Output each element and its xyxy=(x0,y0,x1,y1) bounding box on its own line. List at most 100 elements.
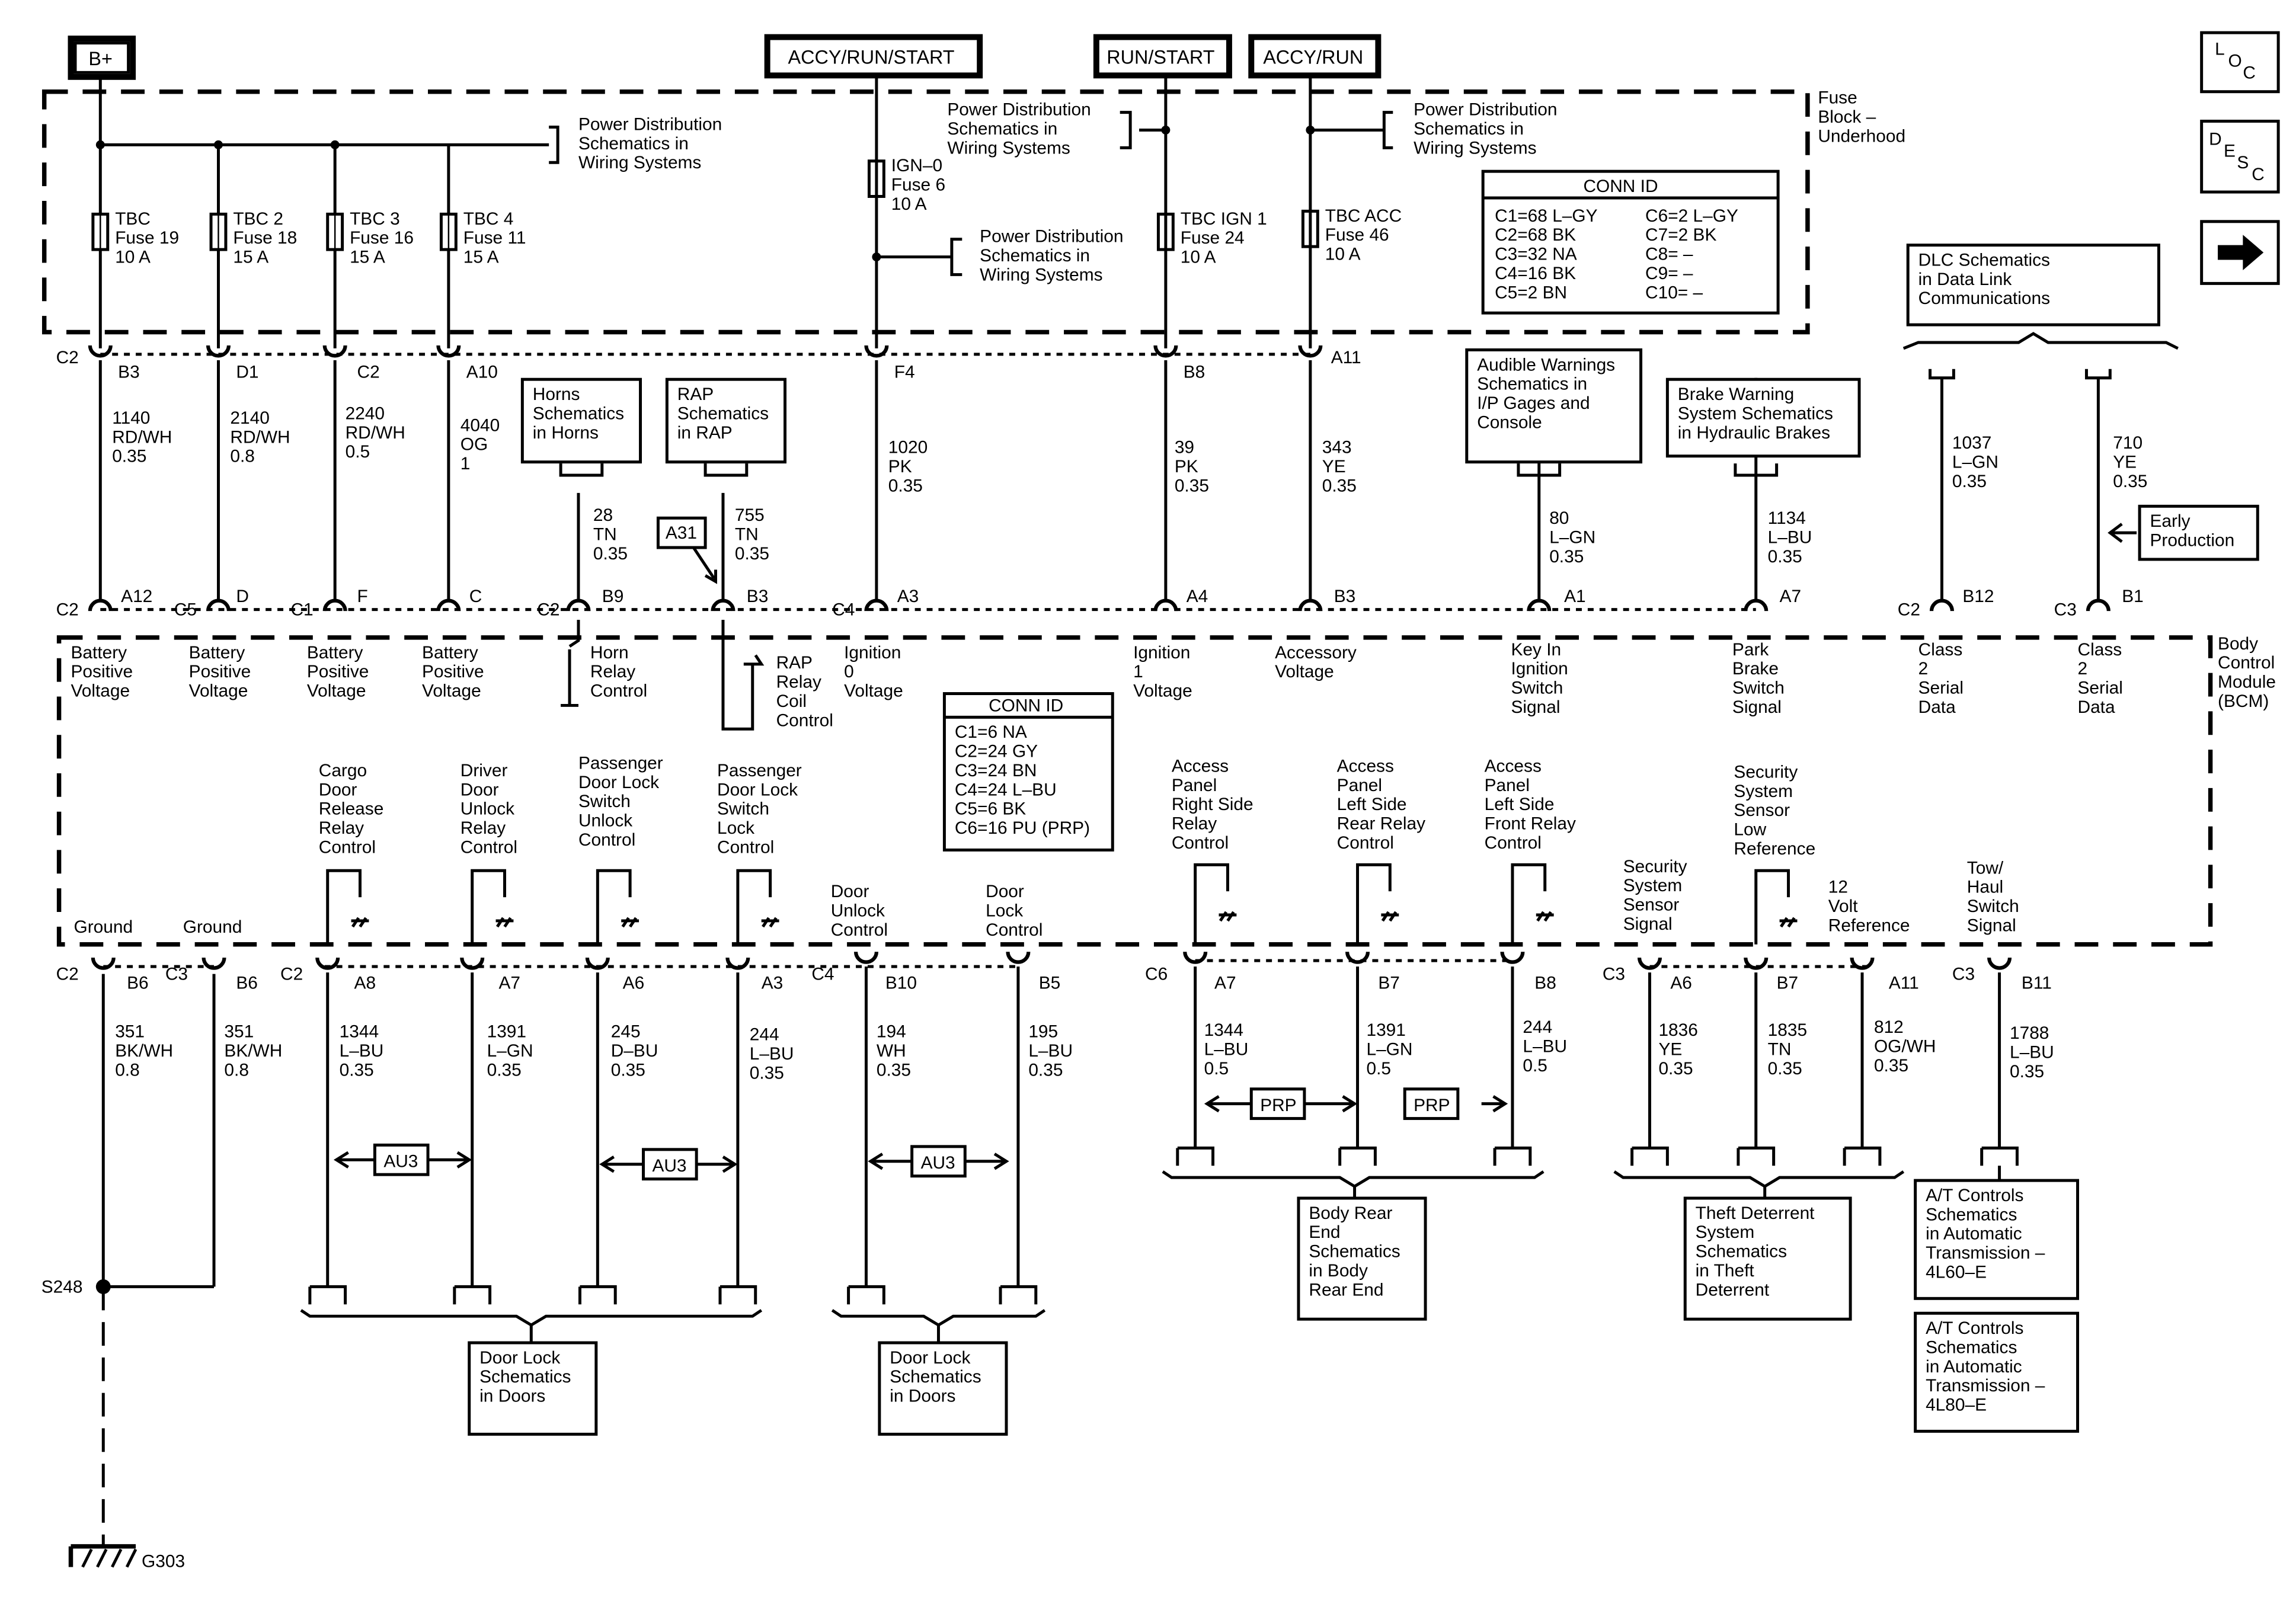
bcm-function-label: Park xyxy=(1732,640,1769,660)
wire-label: RD/WH xyxy=(346,423,405,443)
bcm-function-label: Class xyxy=(1918,640,1963,660)
fuse-label: TBC IGN 1 xyxy=(1181,209,1267,229)
wire-label: 0.5 xyxy=(1204,1059,1229,1078)
at-4l80e-ref-box[interactable] xyxy=(1914,1311,2080,1433)
conn-id-row: C10= – xyxy=(1645,283,1703,302)
option-label: AU3 xyxy=(921,1153,955,1173)
body-rear-end-ref-box-text: Schematics xyxy=(1309,1242,1400,1262)
conn-id-row: C1=68 L–GY xyxy=(1495,206,1598,226)
wire-label: 1140 xyxy=(112,408,150,428)
wire-label: 0.35 xyxy=(1768,547,1802,566)
bcm-function-label: Panel xyxy=(1337,776,1382,795)
theft-deterrent-ref-box[interactable] xyxy=(1683,1196,1852,1321)
wire-label: BK/WH xyxy=(224,1041,282,1061)
pin-label: A10 xyxy=(466,363,498,382)
pds-bracket-2 xyxy=(1120,111,1132,149)
at-4l80e-ref-box-text: in Automatic xyxy=(1926,1357,2022,1377)
connector-pin-icon xyxy=(1850,957,1875,970)
connector-pin-icon xyxy=(566,598,591,612)
desc-button[interactable]: D E S C xyxy=(2200,120,2280,194)
pin-label: B10 xyxy=(885,973,917,993)
horns-ref-box[interactable] xyxy=(520,377,642,464)
pds-3-line2: Schematics in xyxy=(980,246,1090,265)
ign-bus xyxy=(872,75,1384,348)
at-4l60e-ref-box[interactable] xyxy=(1914,1179,2080,1300)
pin-label: B9 xyxy=(602,587,624,606)
connector-pin-icon xyxy=(1744,598,1769,612)
wire-label: D–BU xyxy=(611,1041,658,1061)
bcm-function-label: Volt xyxy=(1828,897,1859,916)
connector-label: C2 xyxy=(1898,600,1920,620)
pds-3-line1: Power Distribution xyxy=(980,227,1123,247)
body-rear-end-ref-box-text: in Body xyxy=(1309,1261,1368,1281)
bcm-function-label: Panel xyxy=(1172,776,1217,795)
option-label: AU3 xyxy=(383,1152,418,1172)
conn-id-row: C4=16 BK xyxy=(1495,264,1576,283)
pin-label: B3 xyxy=(118,363,140,382)
bcm-function-label: Door xyxy=(986,882,1024,901)
connector-pin-icon xyxy=(1183,951,1208,964)
connector-label: C4 xyxy=(832,600,855,620)
bcm-function-label: Sensor xyxy=(1734,801,1790,820)
bcm-function-label: System xyxy=(1734,782,1793,801)
bcm-function-label: Door xyxy=(319,780,357,799)
bcm-function-label: RAP xyxy=(776,653,813,673)
pin-label: A6 xyxy=(623,973,645,993)
door-lock-ref-box-2[interactable] xyxy=(878,1341,1008,1436)
connector-pin-icon xyxy=(436,598,461,612)
connector-label: C2 xyxy=(56,600,79,620)
connector-label: C5 xyxy=(174,600,197,620)
theft-deterrent-ref-box-text: Deterrent xyxy=(1696,1280,1770,1299)
fuse-label: Fuse 18 xyxy=(233,228,297,248)
wire-label: L–GN xyxy=(1366,1040,1412,1060)
bcm-function-label: Tow/ xyxy=(1967,858,2004,878)
bcm-function-label: Positive xyxy=(422,662,484,681)
wire-label: BK/WH xyxy=(115,1041,173,1061)
wire-label: 0.5 xyxy=(1523,1056,1547,1076)
loc-button[interactable]: L O C xyxy=(2200,31,2280,94)
bcm-function-label: Positive xyxy=(71,662,133,681)
wire-label: 194 xyxy=(877,1022,906,1042)
theft-deterrent-ref-box-text: Schematics xyxy=(1696,1242,1787,1262)
wire-label: 1020 xyxy=(888,438,928,457)
conn-id-bcm-row: C1=6 NA xyxy=(955,722,1027,742)
early-production-box[interactable] xyxy=(2138,504,2259,561)
bcm-function-label: Control xyxy=(831,920,888,940)
audible-ref-box[interactable] xyxy=(1465,348,1643,464)
pin-label: B3 xyxy=(747,587,769,606)
bcm-function-label: Relay xyxy=(590,662,635,681)
bcm-function-label: Door xyxy=(831,882,869,901)
wire-label: 0.35 xyxy=(1322,476,1357,495)
door-lock-ref-box-1[interactable] xyxy=(468,1341,598,1436)
fuse-label: 10 A xyxy=(1181,248,1216,267)
bcm-function-label: Battery xyxy=(189,643,245,662)
conn-id-row: C2=68 BK xyxy=(1495,225,1576,245)
bcm-function-label: Battery xyxy=(71,643,127,662)
pin-label: D1 xyxy=(236,363,258,382)
bcm-function-label: Sensor xyxy=(1623,895,1680,915)
bcm-function-label: Control xyxy=(461,837,517,857)
wire-label: 0.35 xyxy=(877,1060,911,1080)
conn-id-row: C8= – xyxy=(1645,245,1693,264)
next-page-button[interactable] xyxy=(2200,220,2280,285)
early-production-box-text: Early xyxy=(2150,511,2191,531)
dlc-ref-box[interactable] xyxy=(1906,244,2160,327)
dlc-ref-box-text: DLC Schematics xyxy=(1918,251,2050,270)
bcm-function-label: Door Lock xyxy=(578,773,659,792)
bcm-function-label: Signal xyxy=(1967,916,2016,935)
door-lock-ref-box-1-text: in Doors xyxy=(479,1387,545,1406)
pin-label: A11 xyxy=(1889,973,1919,993)
bcm-function-label: Switch xyxy=(578,792,631,811)
pds-bracket-1 xyxy=(549,125,559,164)
body-rear-end-ref-box[interactable] xyxy=(1297,1196,1427,1321)
rap-ref-box[interactable] xyxy=(665,377,787,464)
fuse-label: 15 A xyxy=(350,248,385,267)
fuse-label: IGN–0 xyxy=(891,156,942,175)
bcm-function-label: System xyxy=(1623,876,1683,895)
option-box xyxy=(642,1148,698,1181)
connector-pin-icon xyxy=(1153,345,1178,358)
brake-ref-box[interactable] xyxy=(1665,377,1861,458)
wire-label: 244 xyxy=(1523,1017,1552,1037)
rap-ref-box-text: RAP xyxy=(677,385,714,404)
